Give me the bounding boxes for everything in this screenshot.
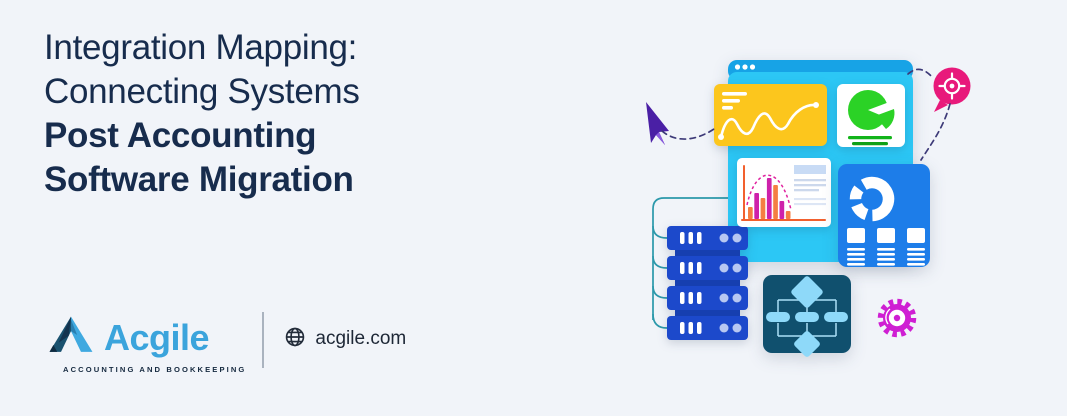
pie-underline-1	[848, 136, 892, 140]
pie-underline-2	[852, 142, 888, 146]
integration-illustration	[646, 60, 971, 357]
acgile-a-logo-icon	[48, 314, 94, 361]
title-line-3: Post Accounting	[44, 116, 317, 155]
server-stack	[667, 226, 748, 340]
server-lights	[719, 233, 742, 333]
footer-divider	[262, 312, 265, 368]
title-line-1: Integration Mapping:	[44, 28, 358, 67]
pie-chart	[848, 90, 895, 130]
title-line-2: Connecting Systems	[44, 72, 360, 111]
donut-chart	[849, 176, 895, 222]
teal-connectors	[652, 197, 728, 329]
cursor-arrow-icon	[646, 102, 669, 145]
browser-window-dots	[734, 64, 756, 70]
donut-stats-card	[838, 164, 930, 267]
flowchart-card	[763, 275, 851, 357]
histogram-text-block	[794, 165, 826, 206]
target-pin-icon	[933, 67, 971, 112]
histogram-card	[737, 158, 831, 227]
stats-columns	[847, 228, 925, 266]
bell-curve-dashed	[746, 174, 792, 211]
histogram-bars	[748, 178, 791, 219]
gear-icon	[877, 298, 917, 338]
pie-chart-card	[837, 84, 905, 147]
website-row: acgile.com	[284, 326, 406, 353]
flowchart-shapes	[766, 276, 848, 357]
brand-tagline: ACCOUNTING AND BOOKKEEPING	[63, 365, 247, 374]
line-chart-text-lines	[722, 92, 747, 110]
wavy-line-chart	[718, 102, 819, 140]
brand-footer: Acgile ACCOUNTING AND BOOKKEEPING acgile…	[48, 312, 406, 376]
server-unit	[667, 226, 748, 340]
brand-name: Acgile	[104, 316, 210, 358]
line-chart-card	[714, 84, 827, 146]
website-text: acgile.com	[315, 328, 407, 349]
title-line-4: Software Migration	[44, 160, 354, 199]
page-title: Integration Mapping: Connecting Systems …	[44, 26, 360, 202]
dashed-connectors	[661, 68, 951, 161]
globe-icon	[284, 326, 306, 353]
brand-logo-block: Acgile ACCOUNTING AND BOOKKEEPING	[48, 314, 246, 374]
histogram-axes	[741, 165, 826, 221]
server-vents	[680, 232, 702, 334]
